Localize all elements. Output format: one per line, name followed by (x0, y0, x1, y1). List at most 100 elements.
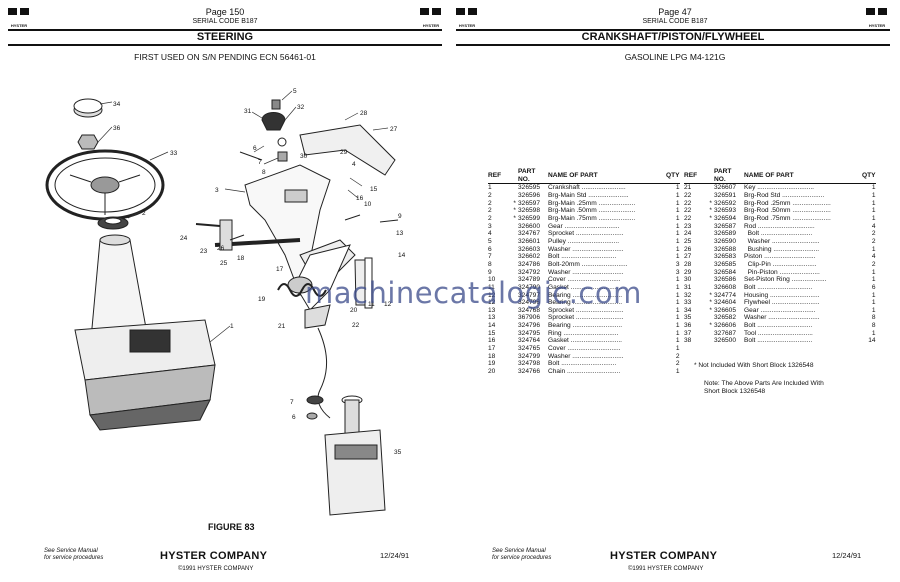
section-title: CRANKSHAFT/PISTON/FLYWHEEL (456, 29, 890, 46)
quantity-cell: 1 (675, 184, 680, 192)
callout-34: 34 (113, 101, 121, 108)
callout-6b: 6 (292, 414, 296, 421)
part-number-cell: 326589 (714, 230, 737, 238)
star-cell (704, 284, 714, 292)
right-page: HYSTER HYSTER Page 47 SERIAL CODE B187 C… (450, 0, 900, 582)
callout-28: 28 (360, 110, 368, 117)
page-number: Page 47 (658, 7, 692, 17)
part-number-cell: 326594 (714, 214, 737, 222)
part-number-cell: 326603 (518, 245, 541, 253)
star-cell (508, 345, 518, 353)
callout-5: 5 (293, 88, 297, 95)
ref-cell: 26 (684, 245, 692, 253)
star-cell (508, 184, 518, 192)
hyster-logo: HYSTER (866, 8, 888, 28)
part-number-cell: 326592 (714, 199, 737, 207)
callout-13: 13 (396, 230, 404, 237)
ref-cell: 13 (488, 314, 496, 322)
part-name-cell: Bushing ......................... (744, 245, 820, 253)
header-name: NAME OF PART (744, 168, 862, 185)
page-number: Page 150 (205, 7, 245, 17)
star-cell (508, 322, 518, 330)
callout-8: 8 (262, 169, 266, 176)
ref-cell: 2 (488, 207, 492, 215)
callout-6: 6 (253, 145, 257, 152)
ref-cell: 22 (684, 207, 692, 215)
header-name: NAME OF PART (548, 168, 666, 185)
quantity-cell: 1 (675, 191, 680, 199)
star-cell (704, 238, 714, 246)
subtitle: FIRST USED ON S/N PENDING ECN 56461-01 (134, 52, 316, 62)
ref-cell: 35 (684, 314, 692, 322)
ref-cell: 15 (488, 329, 496, 337)
header-ref: REF (488, 168, 508, 185)
part-name-cell: Washer ............................ (548, 268, 624, 276)
part-number-cell: 326598 (518, 207, 541, 215)
company-name: HYSTER COMPANY (160, 550, 268, 562)
quantity-cell: 1 (871, 207, 876, 215)
quantity-cell: 2 (675, 352, 680, 360)
callout-36: 36 (113, 125, 121, 132)
ref-cell: 21 (684, 184, 692, 192)
ref-cell: 34 (684, 306, 692, 314)
part-number-cell: 324792 (518, 268, 541, 276)
quantity-cell: 1 (871, 191, 876, 199)
footer-date: 12/24/91 (832, 551, 862, 560)
ref-cell: 7 (488, 253, 492, 261)
part-name-cell: Bolt .............................. (744, 283, 813, 291)
header-part-no: PART NO. (518, 168, 548, 185)
callout-18: 18 (237, 255, 245, 262)
star-cell: * (709, 199, 712, 207)
ref-cell: 31 (684, 283, 692, 291)
quantity-cell: 1 (871, 245, 876, 253)
star-cell (508, 368, 518, 376)
quantity-cell: 1 (675, 345, 680, 353)
part-number-cell: 326584 (714, 268, 737, 276)
footer-date: 12/24/91 (380, 551, 410, 560)
star-cell (704, 276, 714, 284)
part-number-cell: 367906 (518, 314, 541, 322)
quantity-cell: 2 (871, 237, 876, 245)
part-number-cell: 324768 (518, 306, 541, 314)
star-cell (704, 184, 714, 192)
quantity-cell: 2 (871, 260, 876, 268)
star-cell (508, 238, 518, 246)
star-cell: * (709, 306, 712, 314)
watermark: machinecatalogic.com (305, 276, 642, 310)
part-number-cell: 326599 (518, 214, 541, 222)
callout-26: 26 (217, 245, 225, 252)
part-name-cell: Sprocket .......................... (548, 306, 624, 314)
ref-cell: 38 (684, 337, 692, 345)
part-name-cell: Bolt .............................. (744, 337, 813, 345)
star-cell (704, 269, 714, 277)
star-cell (508, 246, 518, 254)
ref-cell: 23 (684, 222, 692, 230)
part-name-cell: Washer ............................ (744, 314, 820, 322)
callout-3: 3 (215, 187, 219, 194)
ref-cell: 2 (488, 191, 492, 199)
star-cell (508, 230, 518, 238)
quantity-cell: 1 (871, 276, 876, 284)
callout-1: 1 (230, 323, 234, 330)
callout-30: 30 (300, 153, 308, 160)
star-cell (704, 253, 714, 261)
quantity-cell: 1 (675, 245, 680, 253)
ref-cell: 33 (684, 299, 692, 307)
star-cell (508, 253, 518, 261)
part-number-cell: 324774 (714, 291, 737, 299)
left-page: HYSTER HYSTER Page 150 SERIAL CODE B187 … (8, 7, 442, 572)
ref-cell: 17 (488, 345, 496, 353)
quantity-cell: 3 (675, 260, 680, 268)
